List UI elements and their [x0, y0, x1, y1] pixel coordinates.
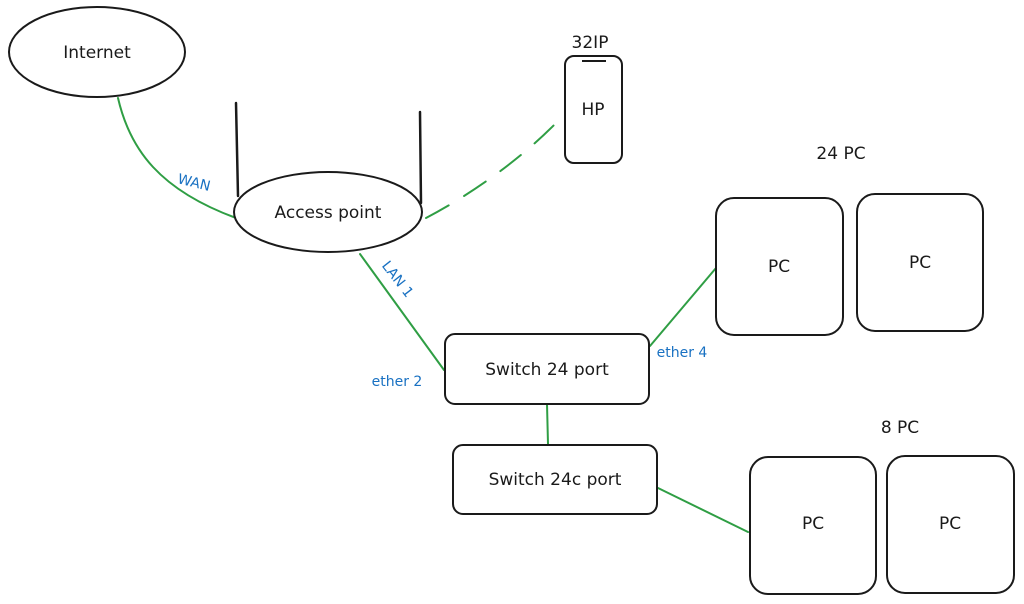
switch-second-node: Switch 24c port: [452, 444, 658, 515]
antenna-right: [418, 110, 423, 205]
pc-top-2: PC: [856, 193, 984, 332]
antenna-left: [234, 101, 240, 198]
hp-caption: 32IP: [572, 33, 609, 53]
pc-bottom-2: PC: [886, 455, 1015, 594]
switch-interlink: [546, 403, 549, 445]
internet-node: Internet: [8, 6, 186, 98]
pc-bottom-1: PC: [749, 456, 877, 595]
pc-group-top-caption: 24 PC: [816, 144, 865, 164]
access-point-node: Access point: [233, 101, 423, 253]
switch-second-label: Switch 24c port: [489, 470, 622, 490]
switch-main-node: Switch 24 port: [444, 333, 650, 405]
hp-label: HP: [581, 100, 604, 120]
lan1-connection: [359, 253, 445, 371]
wan-label: WAN: [176, 171, 212, 195]
internet-label: Internet: [63, 43, 131, 63]
pc-top-1-label: PC: [768, 257, 790, 277]
switch-main-label: Switch 24 port: [485, 360, 609, 380]
wan-connection: [117, 97, 237, 219]
wireless-link-hp: [425, 121, 558, 219]
ether4-label: ether 4: [657, 345, 708, 361]
pc-top-1: PC: [715, 197, 844, 336]
pc-top-2-label: PC: [909, 253, 931, 273]
pc-bottom-1-label: PC: [802, 514, 824, 534]
access-point-label: Access point: [275, 203, 382, 223]
pc-bottom-2-label: PC: [939, 514, 961, 534]
hp-device: 32IP HP: [564, 33, 623, 164]
switch2-to-pc-group: [657, 487, 749, 533]
ether4-connection: [649, 267, 717, 347]
lan1-label: LAN 1: [378, 258, 416, 301]
ether2-label: ether 2: [372, 374, 423, 390]
pc-group-bottom-caption: 8 PC: [881, 418, 919, 438]
